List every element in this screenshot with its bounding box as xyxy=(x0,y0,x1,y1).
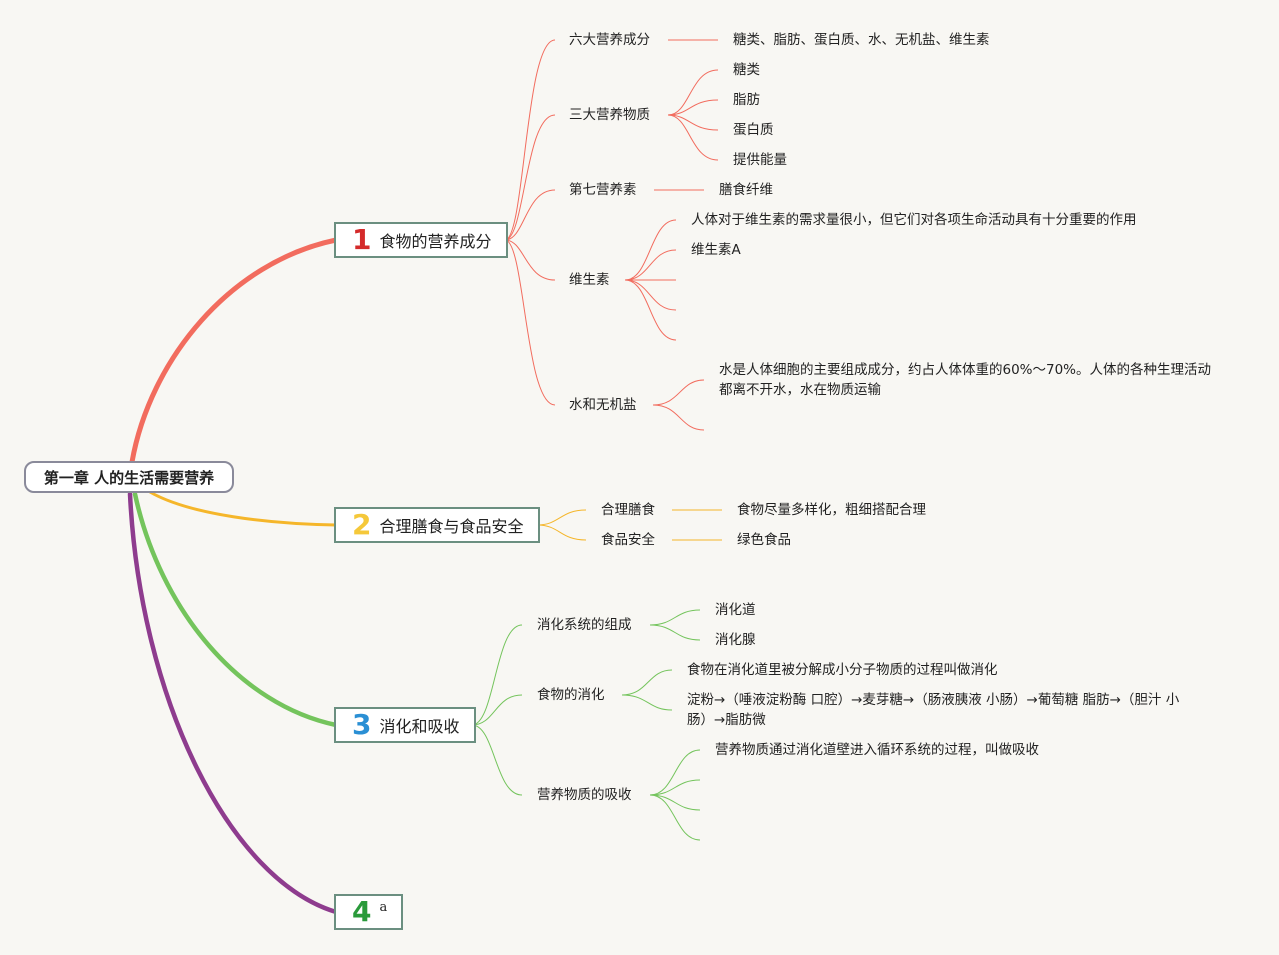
connectors-b2 xyxy=(536,509,722,541)
branch-diet-safety[interactable]: 2 合理膳食与食品安全 xyxy=(334,507,540,543)
leaf-energy[interactable]: 提供能量 xyxy=(733,152,787,168)
connector-root-b3 xyxy=(132,491,339,728)
number-four-icon: 4 xyxy=(352,895,372,928)
leaf-fat[interactable]: 脂肪 xyxy=(733,92,760,108)
leaf-vitamin-need[interactable]: 人体对于维生素的需求量很小，但它们对各项生命活动具有十分重要的作用 xyxy=(691,212,1137,228)
connectors-b3 xyxy=(471,609,701,841)
connector-root-b2 xyxy=(148,490,338,527)
topic-absorption[interactable]: 营养物质的吸收 xyxy=(537,787,632,803)
connector-root-b4 xyxy=(127,491,339,915)
topic-six-nutrients[interactable]: 六大营养成分 xyxy=(569,32,650,48)
topic-vitamins[interactable]: 维生素 xyxy=(569,272,610,288)
topic-three-nutrients[interactable]: 三大营养物质 xyxy=(569,107,650,123)
leaf-digestive-tract[interactable]: 消化道 xyxy=(715,602,756,618)
branch-four[interactable]: 4 a xyxy=(334,894,404,930)
branch-label: 食物的营养成分 xyxy=(379,232,492,251)
leaf-digestive-gland[interactable]: 消化腺 xyxy=(715,632,756,648)
branch-label: 消化和吸收 xyxy=(379,717,460,736)
topic-water-minerals[interactable]: 水和无机盐 xyxy=(569,397,637,413)
leaf-vitamin-a[interactable]: 维生素A xyxy=(691,242,741,258)
topic-food-digestion[interactable]: 食物的消化 xyxy=(537,687,605,703)
connector-root-b1 xyxy=(129,237,339,465)
leaf-green-food[interactable]: 绿色食品 xyxy=(737,532,791,548)
leaf-absorption-definition[interactable]: 营养物质通过消化道壁进入循环系统的过程，叫做吸收 xyxy=(715,742,1039,758)
topic-digestive-system[interactable]: 消化系统的组成 xyxy=(537,617,632,633)
leaf-diet-variety[interactable]: 食物尽量多样化，粗细搭配合理 xyxy=(737,502,926,518)
leaf-six-nutrients-list[interactable]: 糖类、脂肪、蛋白质、水、无机盐、维生素 xyxy=(733,32,990,48)
branch-nutrients[interactable]: 1 食物的营养成分 xyxy=(334,222,508,258)
leaf-digestion-definition[interactable]: 食物在消化道里被分解成小分子物质的过程叫做消化 xyxy=(687,662,998,678)
leaf-digestion-process[interactable]: 淀粉→（唾液淀粉酶 口腔）→麦芽糖→（肠液胰液 小肠）→葡萄糖 脂肪→（胆汁 小… xyxy=(687,692,1180,728)
topic-balanced-diet[interactable]: 合理膳食 xyxy=(601,502,655,518)
topic-seventh-nutrient[interactable]: 第七营养素 xyxy=(569,182,637,198)
branch-digestion[interactable]: 3 消化和吸收 xyxy=(334,707,476,743)
leaf-protein[interactable]: 蛋白质 xyxy=(733,122,774,138)
leaf-fiber[interactable]: 膳食纤维 xyxy=(719,182,773,198)
topic-food-safety[interactable]: 食品安全 xyxy=(601,532,655,548)
leaf-sugar[interactable]: 糖类 xyxy=(733,62,760,78)
number-two-icon: 2 xyxy=(352,508,372,541)
connectors-b1 xyxy=(504,39,719,431)
leaf-water-description[interactable]: 水是人体细胞的主要组成成分，约占人体体重的60%～70%。人体的各种生理活动都离… xyxy=(719,362,1212,398)
root-topic[interactable]: 第一章 人的生活需要营养 xyxy=(24,461,234,493)
branch-label: a xyxy=(379,900,388,915)
branch-label: 合理膳食与食品安全 xyxy=(379,517,524,536)
number-three-icon: 3 xyxy=(352,708,372,741)
number-one-icon: 1 xyxy=(352,223,372,256)
